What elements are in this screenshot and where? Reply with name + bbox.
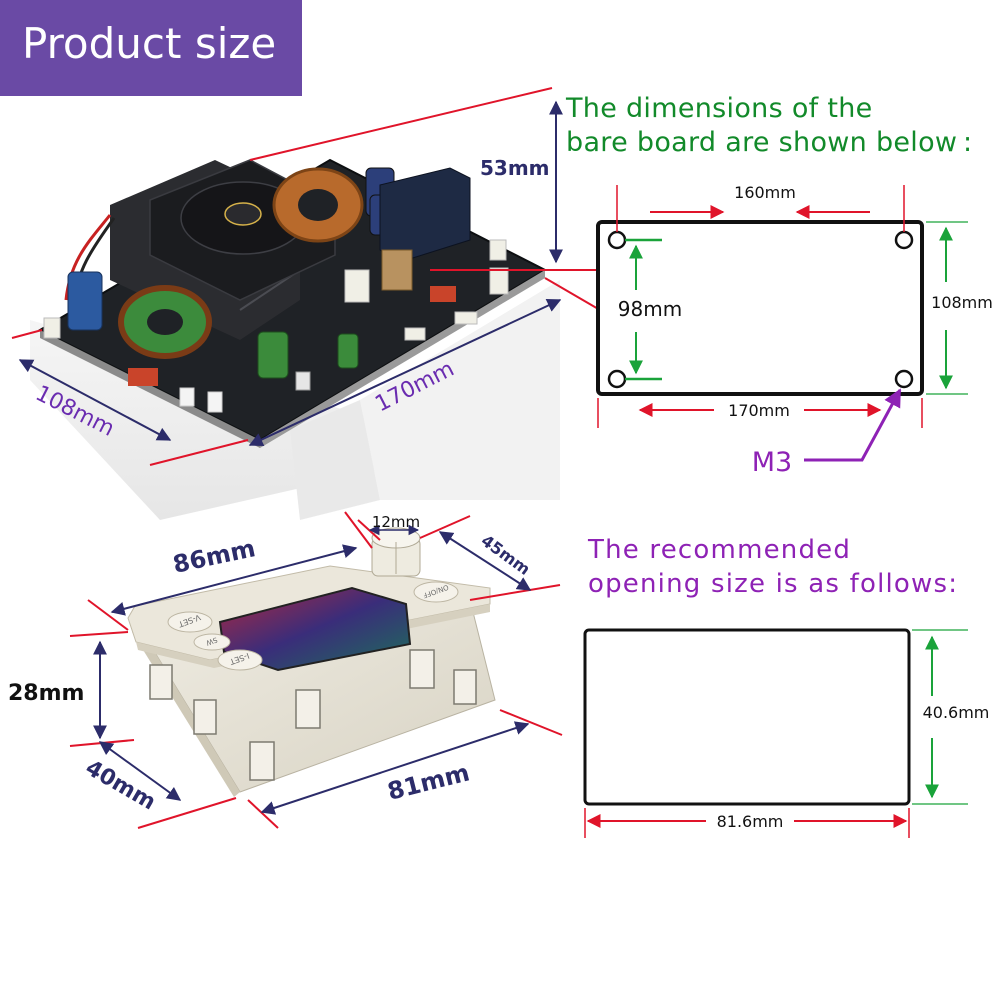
panel-dimension-lines [69, 511, 563, 829]
bare-board-outline [596, 220, 924, 396]
power-module [379, 167, 471, 263]
connector [404, 327, 426, 341]
mounting-clip [149, 664, 173, 700]
mounting-clip [453, 669, 477, 705]
body-length-label: 81mm [385, 758, 473, 805]
depth-label: 45mm [478, 531, 534, 579]
capacitor [67, 271, 103, 331]
knob-label: 12mm [372, 513, 420, 531]
board-length-dim-label: 170mm [728, 401, 790, 420]
front-height-label: 28mm [8, 681, 84, 706]
m3-leader [804, 388, 902, 462]
iset-button [217, 649, 263, 671]
connector [454, 311, 478, 325]
sw-button [193, 633, 231, 651]
sw-button-label: SW [205, 635, 218, 646]
front-width-label: 86mm [170, 534, 257, 579]
mount-hole [894, 369, 914, 389]
mounting-clip [295, 689, 321, 729]
board-dimension-lines [11, 87, 601, 466]
capacitor [257, 331, 289, 379]
connector [489, 267, 509, 295]
bare-board-heading-line2: bare board are shown below : [566, 127, 973, 158]
opening-heading-line2: opening size is as follows: [588, 569, 959, 599]
opening-width-label: 81.6mm [717, 812, 784, 831]
mounting-clip [409, 649, 435, 689]
opening-drawing [583, 628, 968, 838]
opening-heading-line1: The recommended [588, 535, 852, 565]
connector [344, 269, 370, 303]
hole-spacing-horizontal-label: 160mm [734, 183, 796, 202]
screw-size-label: M3 [752, 447, 792, 478]
mounting-clip [249, 741, 275, 781]
opening-outline [583, 628, 911, 806]
page-title: Product size [22, 19, 277, 68]
bare-board-heading-line1: The dimensions of the [566, 93, 873, 124]
copper-fins [381, 249, 413, 291]
capacitor [337, 333, 359, 369]
connector [43, 317, 61, 339]
board-height-dim-label: 108mm [931, 293, 993, 312]
side-label: 40mm [81, 756, 160, 816]
bare-board-drawing [596, 185, 968, 462]
board-photo [30, 158, 560, 520]
standoff [207, 391, 223, 413]
title-banner: Product size [0, 0, 302, 96]
hole-spacing-vertical-label: 98mm [618, 297, 682, 321]
standoff [179, 387, 195, 407]
connector [489, 239, 507, 261]
board-height-label: 53mm [480, 156, 550, 180]
mounting-clip [193, 699, 217, 735]
opening-height-label: 40.6mm [923, 703, 990, 722]
fan-hub [224, 202, 262, 226]
